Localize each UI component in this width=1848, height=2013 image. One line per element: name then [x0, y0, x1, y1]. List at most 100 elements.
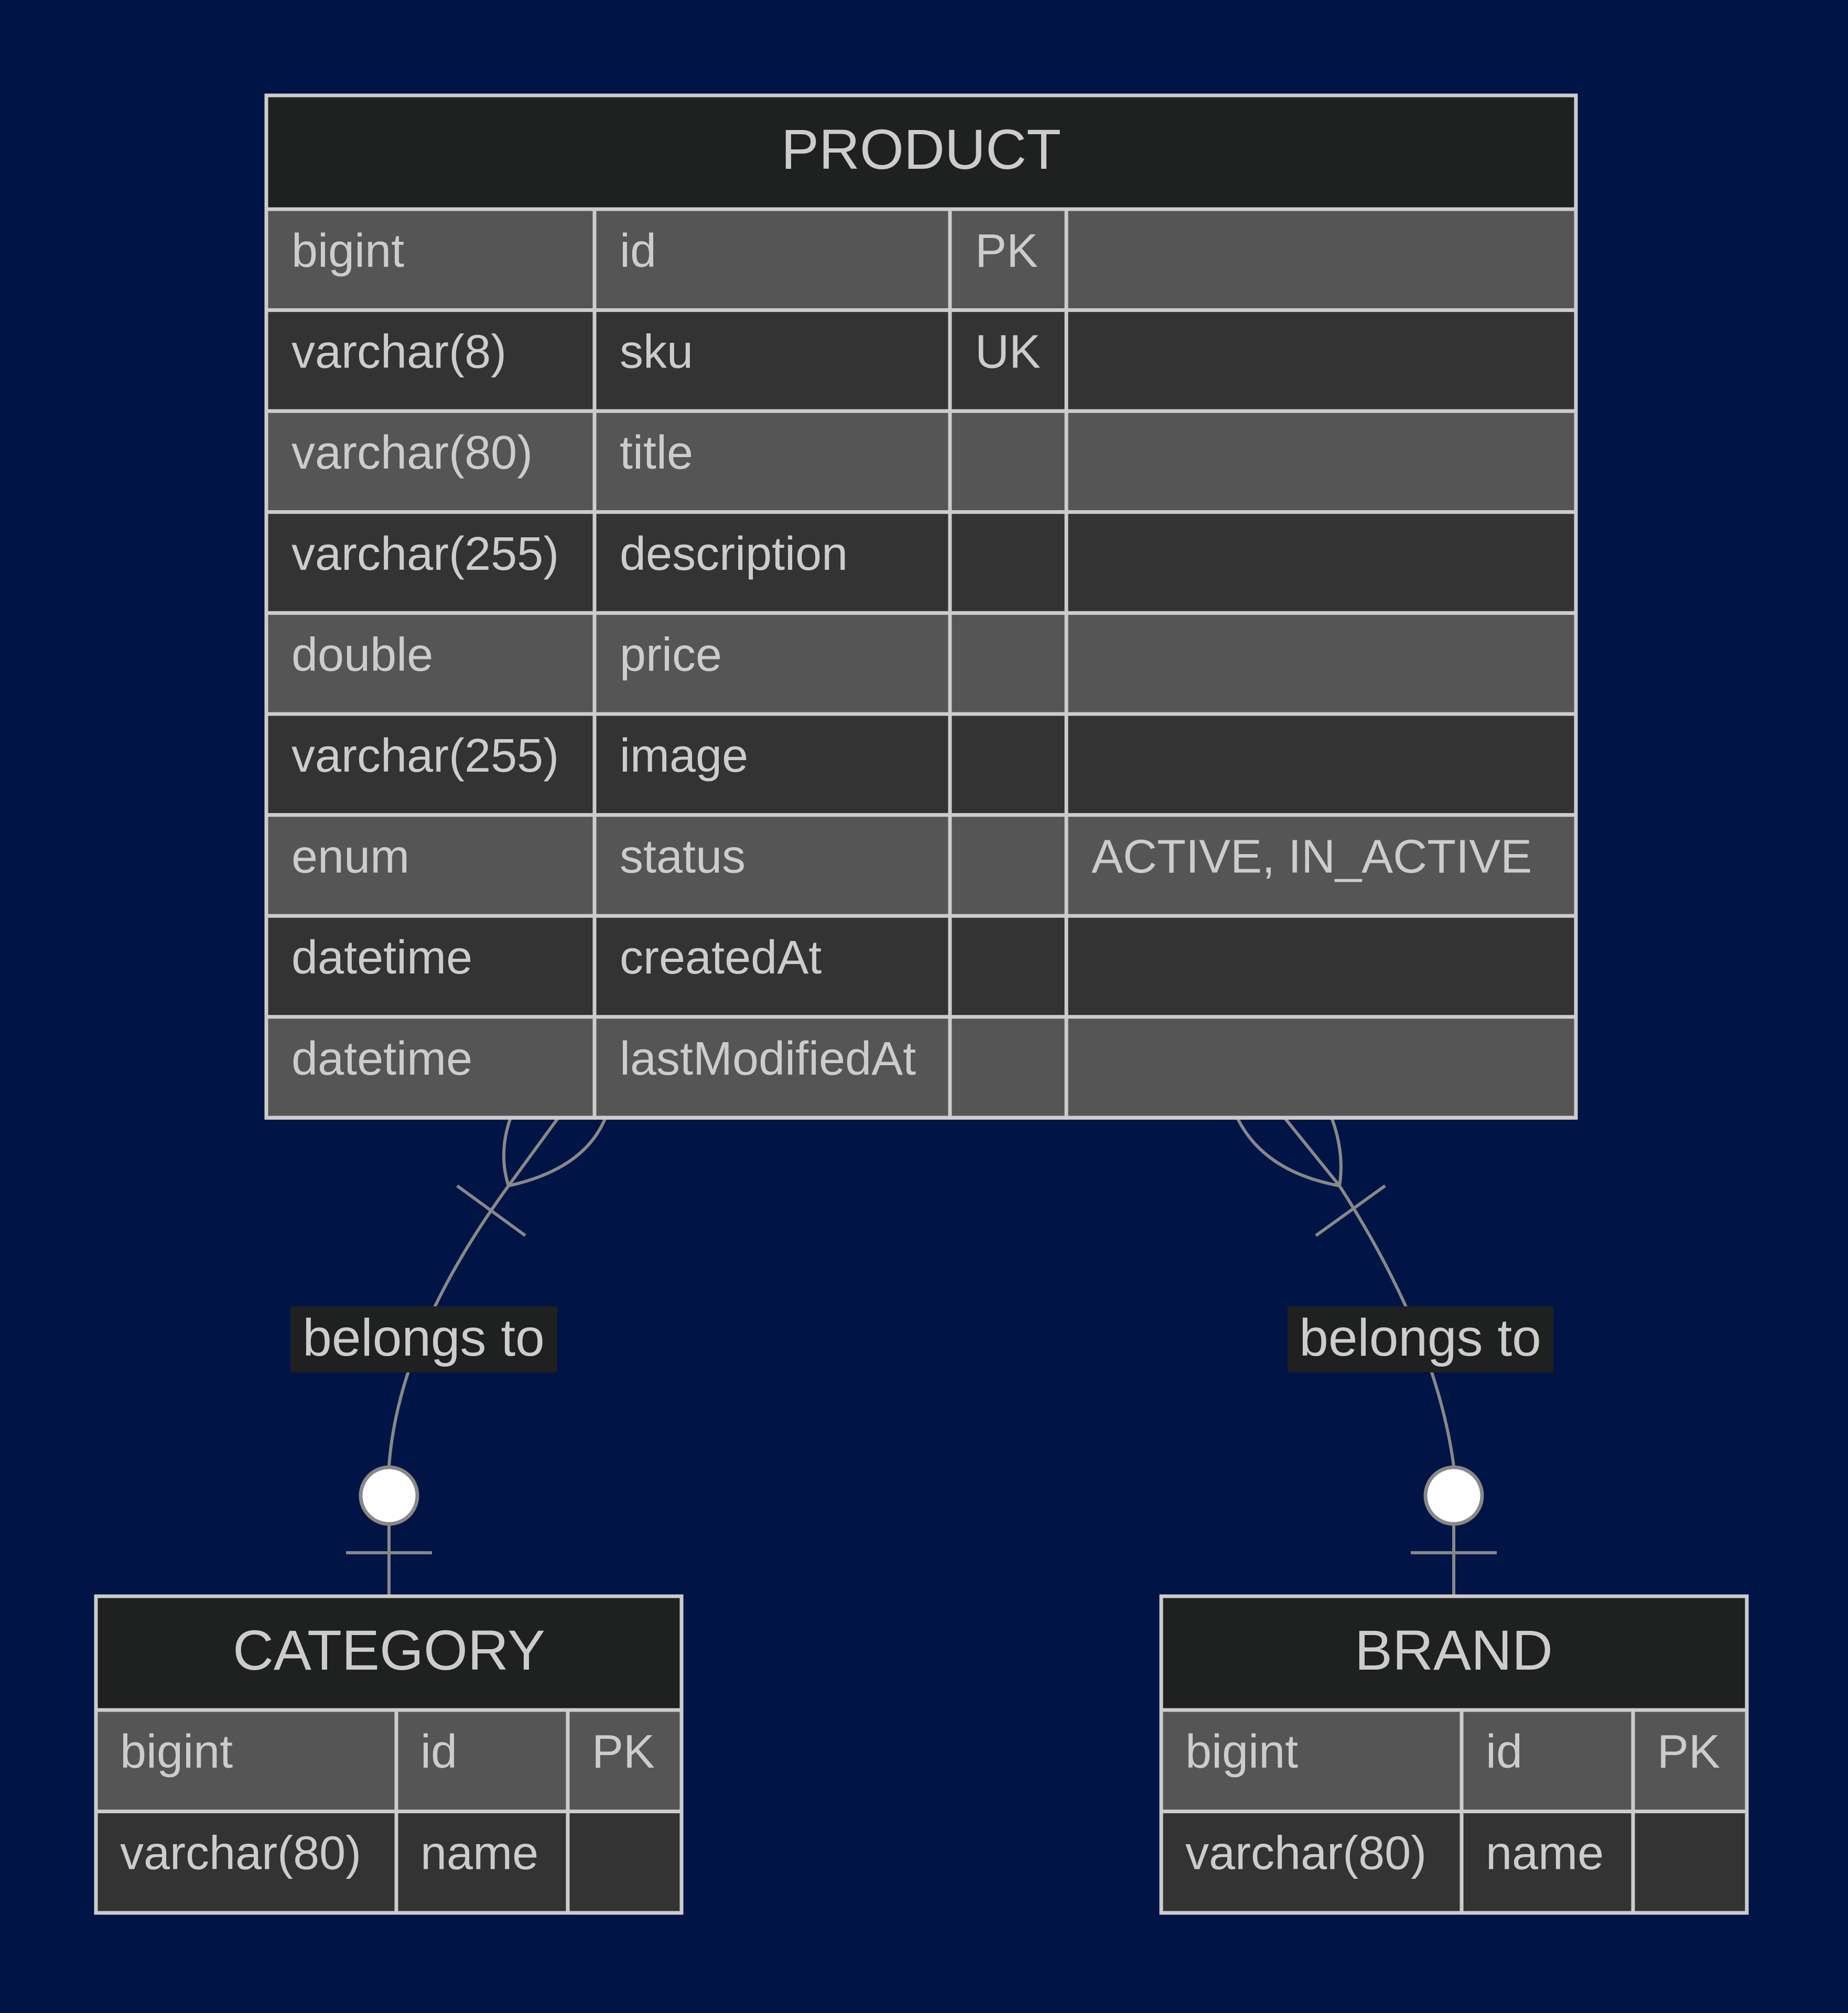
- entity-title: BRAND: [1355, 1618, 1553, 1682]
- attribute-cell: [264, 308, 597, 413]
- attribute-cell: [1064, 308, 1578, 413]
- attribute-row: varchar(8) sku UK: [264, 308, 1578, 413]
- attribute-cell: [394, 1708, 570, 1813]
- attribute-name: status: [620, 831, 745, 883]
- crowsfoot-outer-left: [502, 1117, 512, 1186]
- attribute-row: datetime lastModifiedAt: [264, 1015, 1578, 1120]
- attribute-type: varchar(80): [120, 1827, 361, 1880]
- relationship-product-brand: belongs to: [1236, 1117, 1553, 1596]
- relationship-product-category: belongs to: [290, 1117, 607, 1596]
- attribute-name: title: [620, 427, 693, 479]
- entity-outline: [94, 1594, 684, 1915]
- attribute-type: bigint: [1185, 1726, 1298, 1778]
- attribute-name: description: [620, 528, 848, 580]
- attribute-name: sku: [620, 326, 693, 378]
- cardinality-circle-category: [359, 1465, 419, 1526]
- attribute-cell: [1064, 813, 1578, 918]
- attribute-cell: [264, 611, 597, 716]
- attribute-type: datetime: [291, 932, 472, 984]
- attribute-row: varchar(80) name: [1159, 1810, 1749, 1915]
- attribute-row: varchar(80) title: [264, 409, 1578, 514]
- attribute-type: varchar(255): [291, 528, 559, 580]
- attribute-key: PK: [1657, 1726, 1720, 1778]
- crowsfoot-middle: [507, 1117, 560, 1187]
- attribute-cell: [94, 1708, 398, 1813]
- attribute-type: varchar(255): [291, 730, 559, 782]
- attribute-name: name: [420, 1827, 538, 1880]
- attribute-name: name: [1486, 1827, 1604, 1880]
- attribute-cell: [566, 1810, 684, 1915]
- attribute-cell: [1064, 409, 1578, 514]
- attribute-cell: [948, 510, 1068, 615]
- crowsfoot-outer-right: [1330, 1117, 1343, 1186]
- relationship-label: belongs to: [1299, 1308, 1541, 1367]
- attribute-type: varchar(80): [1185, 1827, 1426, 1880]
- attribute-cell: [1460, 1708, 1635, 1813]
- attribute-cell: [1064, 510, 1578, 615]
- entity-brand: BRAND bigint id PK varchar(80) name: [1159, 1594, 1749, 1915]
- attribute-key: UK: [975, 326, 1041, 378]
- attribute-type: datetime: [291, 1033, 472, 1085]
- attribute-cell: [592, 510, 952, 615]
- attribute-name: price: [620, 629, 722, 681]
- cardinality-bar-product: [456, 1184, 526, 1237]
- entity-outline: [1159, 1594, 1749, 1915]
- attribute-name: lastModifiedAt: [620, 1033, 916, 1085]
- attribute-type: bigint: [120, 1726, 233, 1778]
- crowsfoot-outer-left: [1236, 1117, 1340, 1187]
- attribute-cell: [592, 207, 952, 312]
- attribute-cell: [264, 510, 597, 615]
- attribute-cell: [592, 914, 952, 1019]
- attribute-cell: [948, 1015, 1068, 1120]
- attribute-cell: [592, 712, 952, 817]
- attribute-cell: [1064, 1015, 1578, 1120]
- attribute-cell: [566, 1708, 684, 1813]
- attribute-name: createdAt: [620, 932, 822, 984]
- attribute-row: bigint id PK: [1159, 1708, 1749, 1813]
- attribute-type: varchar(8): [291, 326, 506, 378]
- attribute-row: varchar(80) name: [94, 1810, 684, 1915]
- relationship-label: belongs to: [302, 1308, 544, 1367]
- attribute-cell: [592, 611, 952, 716]
- relationship-label-bg: [1288, 1306, 1553, 1372]
- attribute-cell: [264, 914, 597, 1019]
- attribute-name: image: [620, 730, 748, 782]
- attribute-cell: [948, 308, 1068, 413]
- attribute-cell: [948, 611, 1068, 716]
- attribute-cell: [264, 1015, 597, 1120]
- attribute-type: enum: [291, 831, 409, 883]
- attribute-row: bigint id PK: [264, 207, 1578, 312]
- attribute-cell: [1064, 207, 1578, 312]
- attribute-cell: [1159, 1810, 1464, 1915]
- crowsfoot-outer-right: [508, 1117, 607, 1187]
- attribute-cell: [948, 914, 1068, 1019]
- attribute-name: id: [620, 225, 656, 277]
- attribute-cell: [592, 1015, 952, 1120]
- crowsfoot-middle: [1283, 1117, 1341, 1187]
- cardinality-circle-brand: [1423, 1465, 1484, 1526]
- attribute-cell: [948, 409, 1068, 514]
- attribute-key: PK: [975, 225, 1038, 277]
- attribute-name: id: [1486, 1726, 1522, 1778]
- attribute-cell: [1064, 914, 1578, 1019]
- cardinality-bar-product: [1315, 1184, 1386, 1237]
- attribute-type: double: [291, 629, 433, 681]
- attribute-type: varchar(80): [291, 427, 533, 479]
- attribute-cell: [1064, 712, 1578, 817]
- attribute-cell: [1159, 1708, 1464, 1813]
- entity-title: CATEGORY: [233, 1618, 545, 1682]
- attribute-cell: [592, 409, 952, 514]
- attribute-row: varchar(255) description: [264, 510, 1578, 615]
- attribute-row: double price: [264, 611, 1578, 716]
- attribute-cell: [948, 813, 1068, 918]
- attribute-cell: [948, 712, 1068, 817]
- attribute-cell: [1064, 611, 1578, 716]
- relationship-label-bg: [290, 1306, 557, 1372]
- entity-header: [94, 1594, 684, 1712]
- attribute-type: bigint: [291, 225, 404, 277]
